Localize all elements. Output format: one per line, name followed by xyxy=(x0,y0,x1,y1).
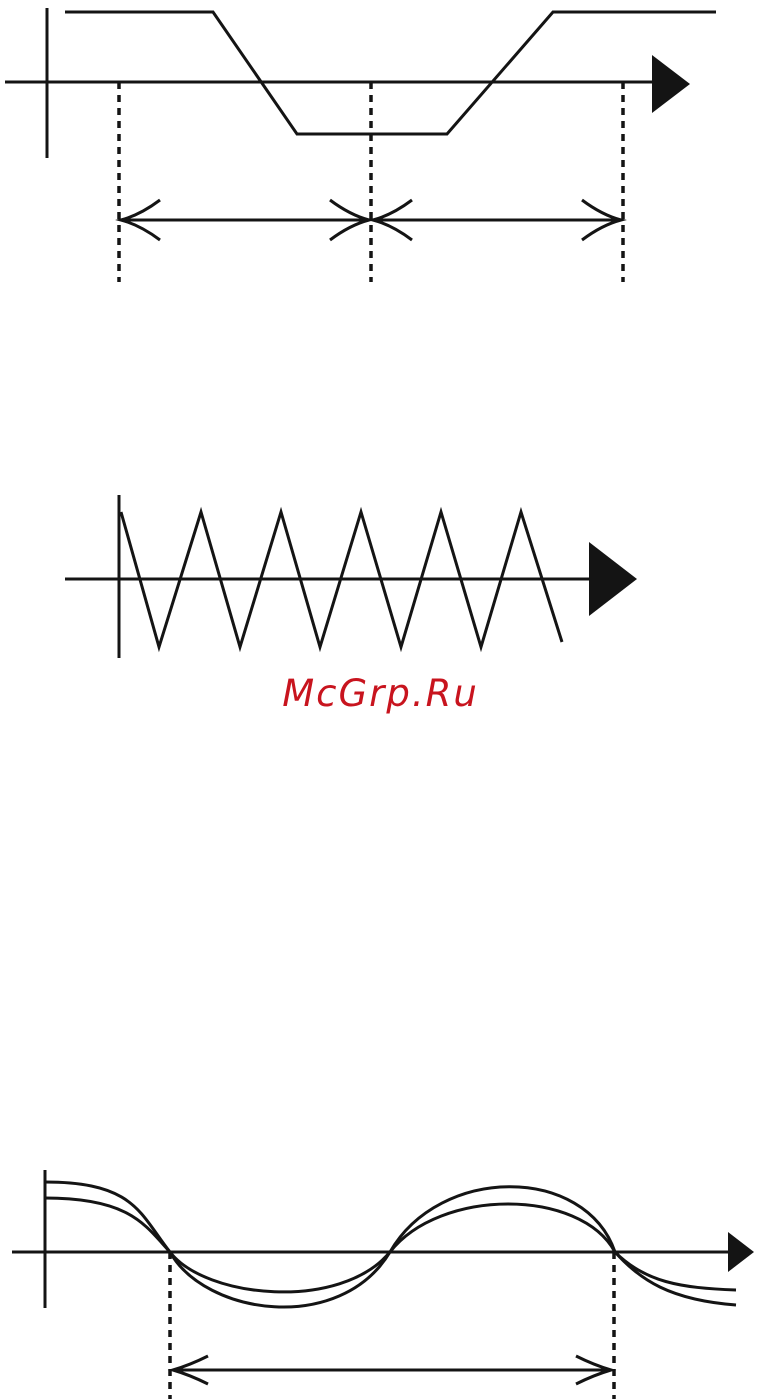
trapezoid-wave xyxy=(65,12,716,134)
sine-wave-outer xyxy=(45,1182,736,1307)
triangle-waveform-diagram xyxy=(0,480,761,680)
x-axis-arrowhead xyxy=(652,55,690,113)
sine-waveform-diagram xyxy=(0,1150,761,1399)
sine-wave-inner xyxy=(45,1198,736,1292)
x-axis-arrowhead xyxy=(589,542,637,616)
trapezoid-waveform-diagram xyxy=(0,0,761,300)
watermark-text: McGrp.Ru xyxy=(0,672,761,715)
x-axis-arrowhead xyxy=(728,1232,754,1272)
